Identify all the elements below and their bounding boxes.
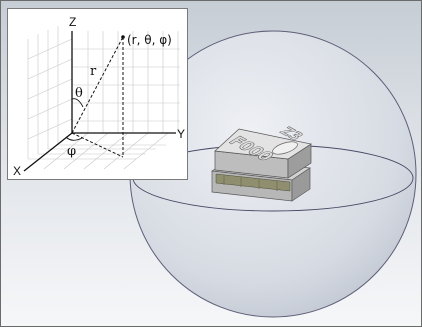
axes bbox=[23, 31, 176, 172]
inset-grid bbox=[27, 26, 180, 170]
coordinate-diagram: Z Y X r θ φ (r, θ, φ) bbox=[13, 15, 185, 178]
projection-lines bbox=[71, 36, 124, 158]
device-3d-model: F000 Z3 bbox=[211, 125, 312, 202]
spherical-coordinate-inset: Z Y X r θ φ (r, θ, φ) bbox=[7, 8, 188, 180]
z-axis-label: Z bbox=[69, 15, 76, 29]
point-marker bbox=[121, 35, 125, 39]
phi-arc bbox=[65, 136, 83, 141]
point-coordinate-label: (r, θ, φ) bbox=[127, 33, 172, 47]
y-axis-label: Y bbox=[177, 127, 185, 141]
theta-arc bbox=[71, 98, 84, 108]
floor-projection bbox=[71, 132, 124, 158]
phi-label: φ bbox=[67, 144, 76, 159]
x-axis bbox=[23, 132, 73, 172]
radius-label: r bbox=[90, 64, 97, 79]
theta-label: θ bbox=[75, 86, 83, 101]
radius-vector bbox=[71, 36, 124, 134]
x-axis-label: X bbox=[13, 164, 21, 178]
